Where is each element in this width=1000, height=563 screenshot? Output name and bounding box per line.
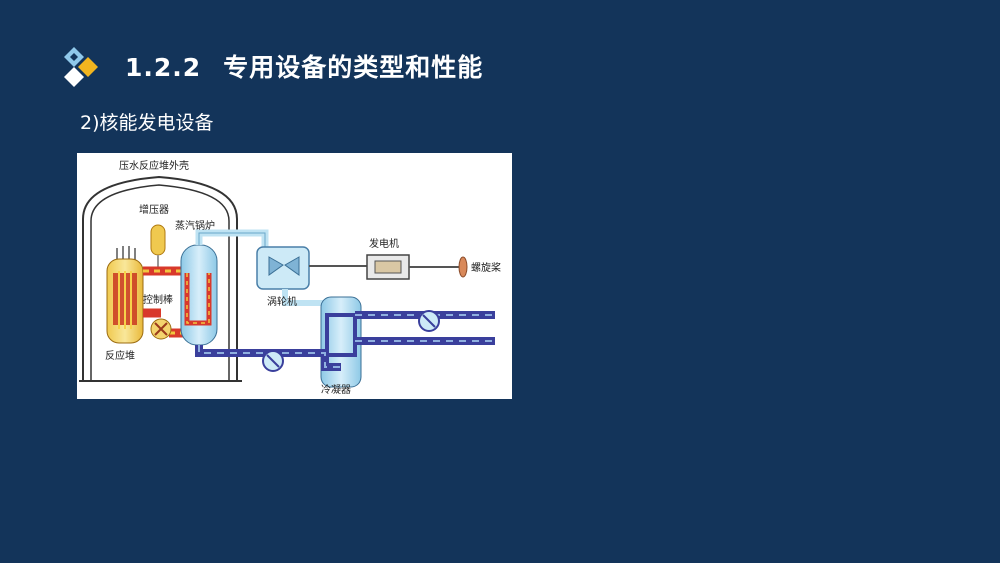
- label-propeller: 螺旋桨: [471, 261, 501, 274]
- containment-shell: [82, 175, 238, 382]
- reactor-vessel: [106, 246, 144, 344]
- section-number: 1.2.2: [125, 53, 202, 82]
- label-turbine: 涡轮机: [267, 295, 297, 308]
- page-title: 1.2.2 专用设备的类型和性能: [125, 48, 483, 84]
- logo-icon: [64, 47, 98, 87]
- label-control-rod: 控制棒: [143, 293, 173, 306]
- subtitle: 2)核能发电设备: [80, 112, 214, 134]
- label-reactor: 反应堆: [105, 349, 135, 362]
- primary-pump: [150, 318, 172, 340]
- cooling-pipes: [355, 310, 495, 345]
- label-pressurizer: 增压器: [139, 203, 169, 216]
- label-containment: 压水反应堆外壳: [119, 159, 189, 172]
- label-generator: 发电机: [369, 237, 399, 250]
- label-steam-generator: 蒸汽锅炉: [175, 219, 215, 232]
- feedwater-loop: [195, 345, 341, 372]
- section-title: 专用设备的类型和性能: [223, 53, 484, 82]
- propeller: [458, 256, 468, 278]
- nuclear-power-diagram: 压水反应堆外壳 增压器 蒸汽锅炉 发电机 螺旋桨 控制棒 涡轮机 反应堆 冷凝器: [77, 153, 512, 399]
- generator: [366, 254, 410, 280]
- steam-generator: [180, 244, 218, 346]
- label-condenser: 冷凝器: [321, 383, 351, 396]
- steam-line: [195, 229, 269, 251]
- pressurizer: [150, 224, 166, 269]
- turbine: [256, 246, 310, 290]
